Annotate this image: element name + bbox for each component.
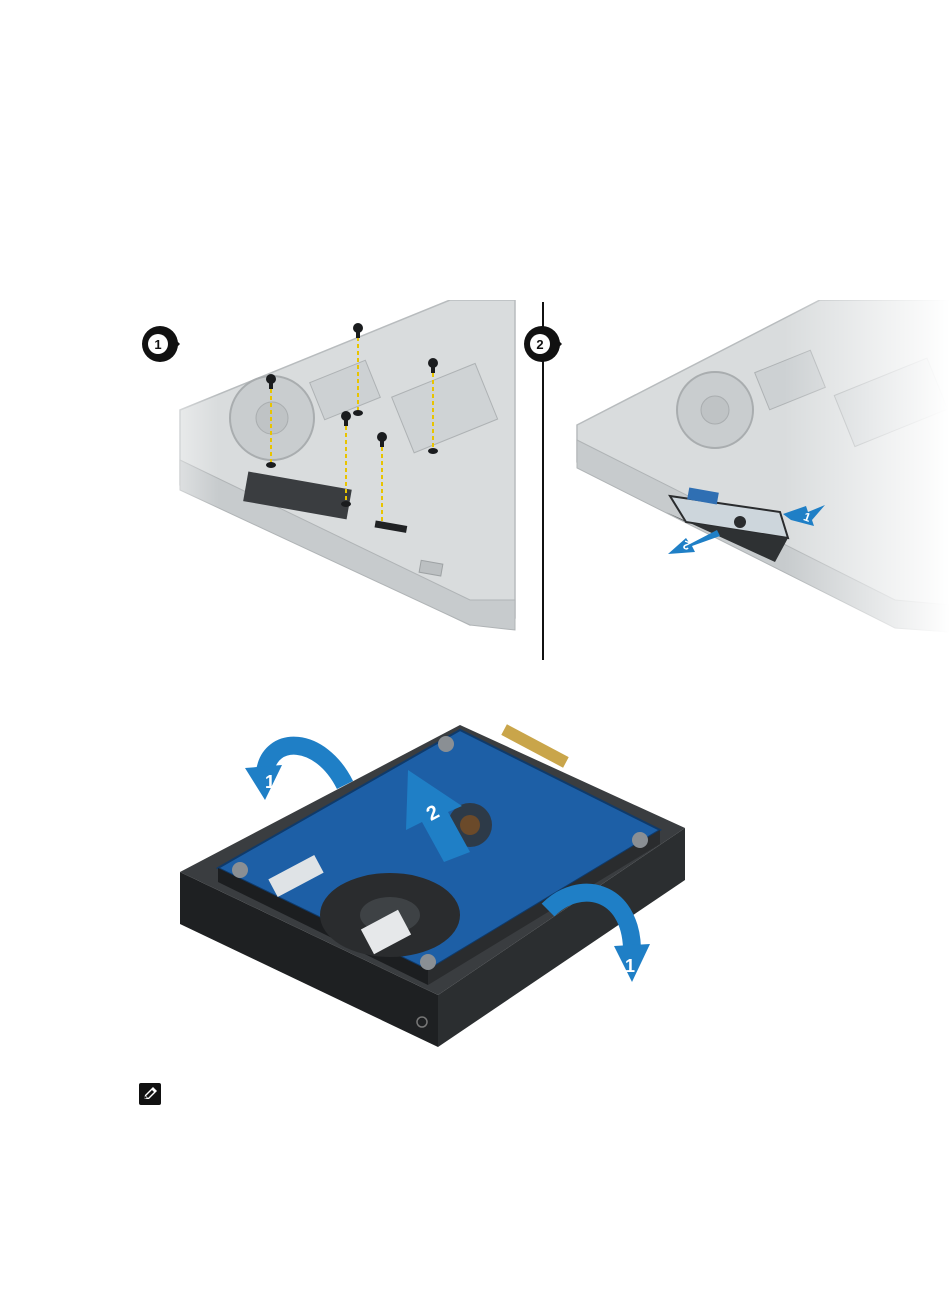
step-illustrations: 1 1 2 2 <box>120 300 950 664</box>
step-2-panel: 1 2 2 <box>120 300 950 664</box>
flex-arrow-left: 1 <box>245 746 345 800</box>
hdd-illustration: 1 2 1 <box>170 710 690 1060</box>
arrow-label-right: 1 <box>625 956 635 976</box>
step-badge-2-label: 2 <box>536 337 543 352</box>
note-pencil-icon <box>138 1082 162 1106</box>
arrow-label-left: 1 <box>265 772 275 792</box>
